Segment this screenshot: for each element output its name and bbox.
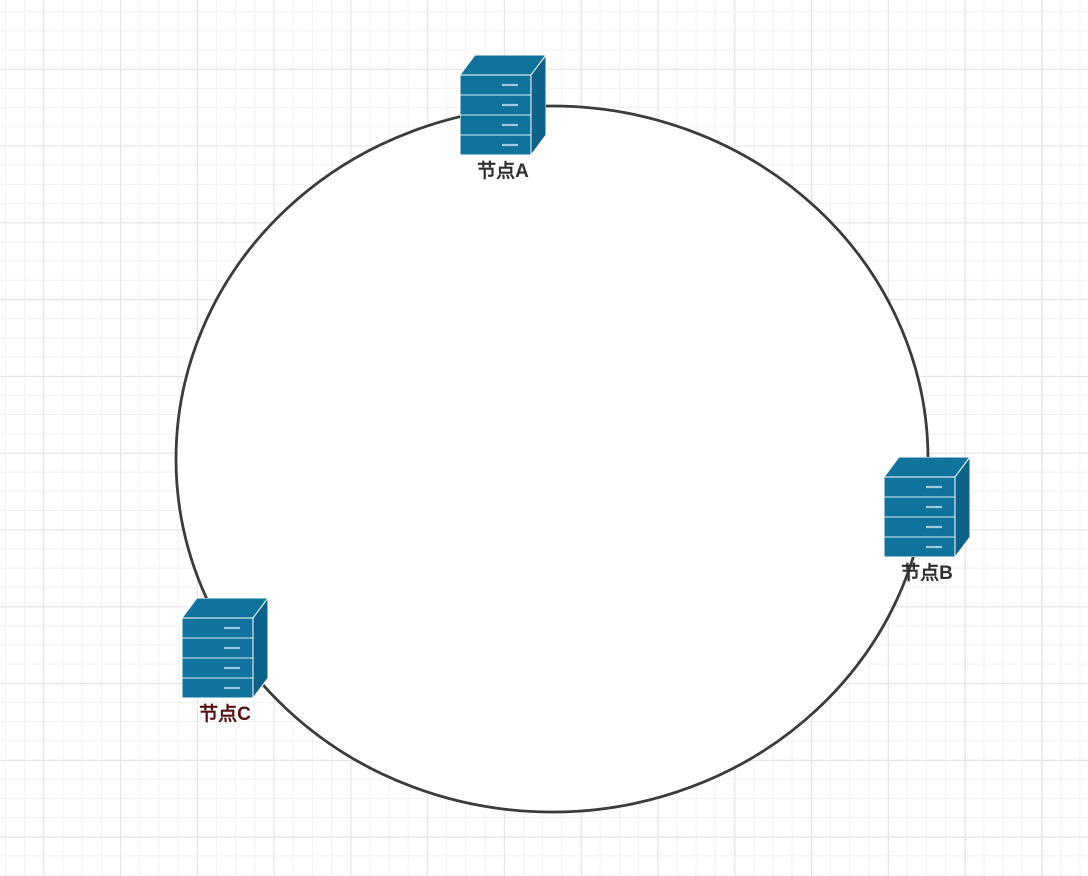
node-c-label[interactable]: 节点C	[199, 704, 251, 725]
node-b-label[interactable]: 节点B	[901, 563, 953, 584]
server-drawer-handles	[224, 626, 240, 690]
server-icon[interactable]	[884, 457, 970, 557]
server-icon[interactable]	[182, 598, 268, 698]
server-icon[interactable]	[460, 55, 546, 155]
server-drawer-separators	[884, 496, 955, 538]
server-drawer-separators	[182, 637, 253, 679]
server-drawer-separators	[460, 94, 531, 136]
server-drawer-handles	[926, 485, 942, 549]
ring-ellipse[interactable]	[174, 104, 930, 814]
server-drawer-handles	[502, 83, 518, 147]
node-b[interactable]: 节点B	[884, 457, 970, 585]
node-a[interactable]: 节点A	[460, 55, 546, 183]
node-a-label[interactable]: 节点A	[477, 161, 529, 182]
node-c[interactable]: 节点C	[182, 598, 268, 726]
